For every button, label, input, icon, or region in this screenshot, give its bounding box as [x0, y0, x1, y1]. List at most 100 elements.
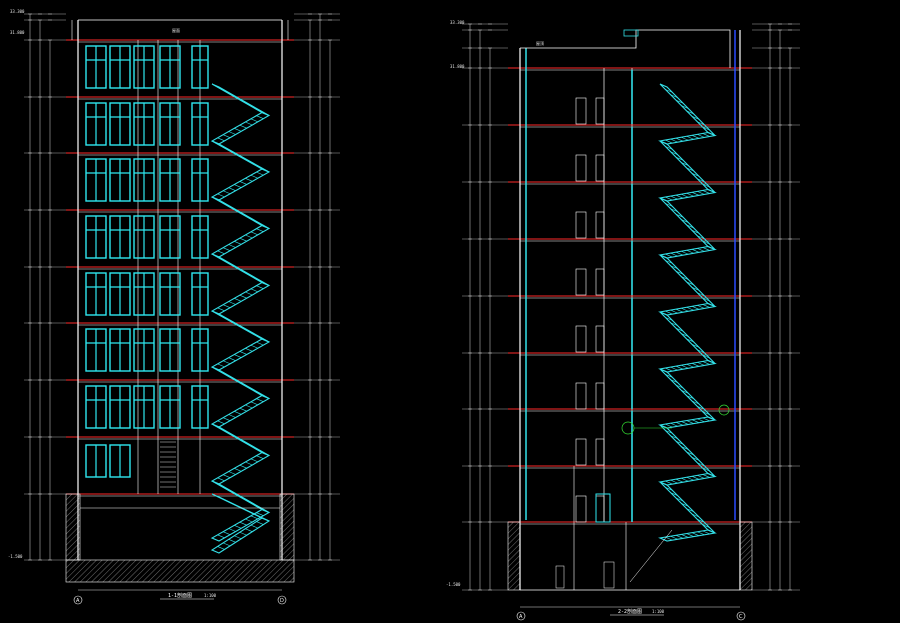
stair-step — [686, 508, 694, 512]
stair-step — [691, 532, 700, 536]
stair-step — [234, 411, 242, 415]
stair-step — [686, 477, 694, 481]
stair-step — [686, 193, 694, 197]
stair-step — [702, 247, 710, 251]
stair-step — [686, 167, 694, 172]
stair-step — [686, 136, 694, 140]
stair-step — [228, 301, 236, 305]
stair-step — [670, 535, 678, 540]
stair-step — [697, 134, 705, 138]
door-icon — [555, 565, 565, 589]
stair-step — [665, 203, 673, 207]
stair-step — [681, 276, 689, 280]
door-icon — [595, 97, 605, 125]
stair-step — [250, 231, 259, 236]
stair-step — [670, 322, 678, 327]
section-2-base-elev: -1.500 — [446, 582, 461, 587]
stair-step — [691, 400, 700, 405]
stair-step — [228, 528, 236, 532]
stair-step — [222, 146, 231, 151]
stair-step — [217, 369, 225, 374]
door-icon — [575, 268, 587, 296]
stair-step — [228, 376, 236, 380]
stair-step — [675, 384, 684, 389]
stair-step — [697, 292, 705, 296]
stair-step — [256, 171, 264, 176]
stair-step — [697, 531, 705, 536]
section-1-stairs — [210, 83, 271, 554]
stair-step — [228, 206, 236, 210]
stair-step — [239, 496, 247, 501]
stair-step — [702, 190, 710, 194]
stair-step — [245, 329, 253, 333]
section-1-parapet-elev: 33.300 — [10, 9, 25, 14]
stair-step — [665, 374, 673, 378]
stair-step — [256, 228, 264, 232]
door-icon — [575, 382, 587, 410]
stair-step — [681, 219, 689, 223]
stair-step — [702, 361, 710, 365]
stair-step — [681, 390, 689, 394]
stair-step — [697, 191, 705, 195]
stair-step — [670, 265, 678, 270]
stair-step — [239, 237, 247, 242]
stair-step — [256, 398, 264, 402]
stair-step — [217, 199, 225, 204]
stair-step — [665, 253, 673, 258]
stair-step — [702, 304, 710, 308]
section-1-top-elev: 31.800 — [10, 30, 25, 35]
stair-step — [665, 367, 673, 372]
stair-step — [245, 102, 253, 107]
stair-step — [702, 240, 710, 245]
stair-step — [675, 535, 684, 539]
stair-step — [670, 422, 678, 427]
stair-step — [256, 279, 264, 283]
section-2-basement — [507, 521, 753, 591]
stair-step — [691, 344, 700, 348]
stair-step — [234, 298, 242, 302]
section-2-scale: 1:100 — [652, 609, 665, 614]
stair-step — [239, 99, 247, 104]
door-icon — [575, 97, 587, 125]
stair-step — [222, 90, 231, 94]
stair-step — [697, 418, 705, 423]
stair-step — [217, 426, 225, 431]
stair-step — [675, 194, 684, 199]
stair-step — [234, 493, 242, 497]
axis-bubble-icon — [277, 595, 287, 605]
stair-step — [250, 524, 259, 529]
section-1-base-elev: -1.500 — [8, 554, 23, 559]
stair-step — [217, 86, 225, 91]
stair-step — [681, 333, 689, 337]
stair-step — [228, 414, 236, 418]
stair-step — [681, 477, 689, 482]
stair-step — [697, 121, 705, 125]
stair-step — [239, 531, 247, 536]
stair-step — [239, 326, 247, 330]
stair-step — [228, 93, 236, 97]
stair-step — [670, 492, 678, 496]
stair-step — [250, 458, 259, 463]
stair-step — [245, 404, 253, 409]
stair-step — [686, 395, 694, 399]
axis-label-a: A — [519, 614, 523, 620]
stair-step — [245, 178, 253, 182]
stair-step — [228, 263, 236, 267]
stair-step — [670, 479, 678, 484]
stair-step — [691, 306, 700, 310]
stair-step — [245, 499, 253, 504]
stair-step — [245, 348, 253, 352]
stair-step — [665, 423, 673, 428]
stair-step — [691, 173, 700, 177]
stair-step — [245, 215, 253, 220]
stair-step — [686, 364, 694, 368]
stair-step — [702, 297, 710, 302]
stair-step — [670, 366, 678, 371]
door-icon — [595, 268, 605, 296]
stair-step — [681, 421, 689, 425]
stair-step — [702, 467, 710, 472]
stair-step — [239, 351, 247, 355]
stair-step — [665, 196, 673, 201]
stair-step — [256, 512, 264, 516]
